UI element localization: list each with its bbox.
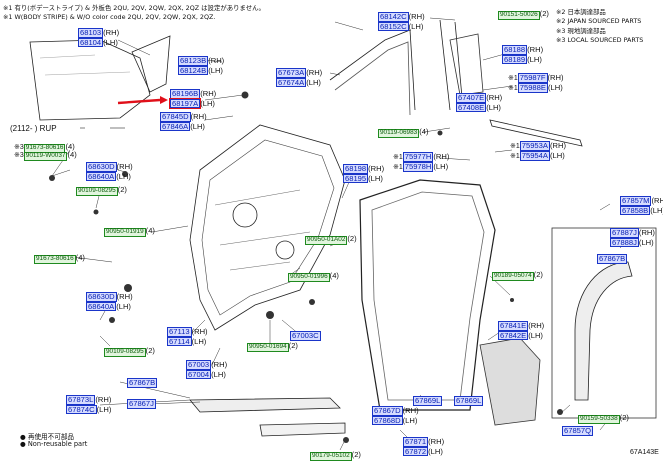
figure-id: 67A143E [630,449,659,456]
wheel-arch-moulding-drawing [574,261,633,401]
part-label-90109-08295[interactable]: 90109-08295(2) [76,185,127,196]
part-label-90119-06983[interactable]: 90119-06983(4) [378,127,429,138]
part-label-90179-05102[interactable]: 90179-05102(2) [310,450,361,461]
window-channel-drawing [329,29,416,111]
part-label-67871[interactable]: 67871(RH)67872(LH) [403,437,445,457]
note-japan-sourced-jp: ※2 日本調達部品 [556,8,606,16]
belt-moulding-drawing [489,119,583,147]
note-body-stripe-en: ※1 W(BODY STRIPE) & W/O color code 2QU, … [3,13,216,21]
legend-reuse: ● 再使用不可部品 [20,433,75,441]
weatherstrip-drawing [359,179,496,411]
part-label-91673-80616-lower[interactable]: 91673-80616(4) [34,253,85,264]
quarter-glass-drawing [131,35,171,93]
door-panel-drawing [189,124,346,331]
part-label-67857Q[interactable]: 67857Q [562,426,594,436]
part-label-68198[interactable]: 68198(RH)68195(LH) [343,164,385,184]
bullet-icon: ● [20,433,26,441]
part-label-67867D[interactable]: 67867D(RH)67868D(LH) [372,406,419,426]
part-label-67873L[interactable]: 67873L(RH)67874C(LH) [66,395,112,415]
part-label-67867B-inset[interactable]: 67867B [597,254,628,264]
rup-range-note: (2112- ) RUP [10,124,57,133]
part-label-67869L-left[interactable]: 67869L [413,396,443,406]
part-label-68123B[interactable]: 68123B(RH)68124B(LH) [178,56,225,76]
note-local-sourced-en: ※3 LOCAL SOURCED PARTS [556,36,644,44]
part-label-67003[interactable]: 67003(RH)67004(LH) [186,360,228,380]
part-label-68103[interactable]: 68103(RH)68104(LH) [78,28,120,48]
note-body-stripe-jp: ※1 有り(ボデーストライプ) & 外板色 2QU, 2QV, 2QW, 2QX… [3,4,265,12]
part-label-67867J[interactable]: 67867J [127,399,156,409]
legend-nonreuse: ● Non-reusable part [20,440,88,448]
note-japan-sourced-en: ※2 JAPAN SOURCED PARTS [556,17,642,25]
part-label-67845D[interactable]: 67845D(RH)67846A(LH) [160,112,207,132]
bullet-icon: ● [20,440,26,448]
part-label-67841E[interactable]: 67841E(RH)67842E(LH) [498,321,545,341]
callout-arrow [117,98,161,105]
part-label-90950-01919[interactable]: 90950-01919(4) [104,226,155,237]
part-label-90950-01694[interactable]: 90950-01694(2) [247,341,298,352]
part-label-68188[interactable]: 68188(RH)68189(LH) [502,45,544,65]
part-label-67869L-right[interactable]: 67869L [454,396,484,406]
part-label-68196B[interactable]: 68196B(RH)68197A(LH) [168,89,217,110]
part-label-90159-50338[interactable]: 90159-50338(2) [578,413,629,424]
part-label-67673A[interactable]: 67673A(RH)67674A(LH) [276,68,323,88]
sill-moulding-drawing [189,397,341,413]
note-local-sourced-jp: ※3 現地調達部品 [556,27,606,35]
part-label-68142C[interactable]: 68142C(RH)68152C(LH) [378,12,425,32]
part-label-67887J[interactable]: 67887J(RH)67888J(LH) [610,228,655,248]
part-label-67407E[interactable]: 67407E(RH)67408E(LH) [456,93,503,113]
part-label-90189-05074[interactable]: 90189-05074(2) [492,270,543,281]
part-label-68630D-lower[interactable]: 68630D(RH)68640A(LH) [86,292,133,312]
part-label-90950-01A02[interactable]: 90950-01A02(2) [305,234,357,245]
part-label-90950-01996[interactable]: 90950-01996(4) [288,271,339,282]
part-label-67857M[interactable]: 67857M(RH)67858B(LH) [620,196,663,216]
part-label-67113[interactable]: 67113(RH)67114(LH) [167,327,208,347]
part-label-67867B[interactable]: 67867B [127,378,158,388]
part-label-68630D-upper[interactable]: 68630D(RH)68640A(LH) [86,162,133,182]
part-label-67003C[interactable]: 67003C [290,331,321,341]
part-label-90151-50026[interactable]: 90151-50026(2) [498,9,549,20]
part-label-90109-08295-lower[interactable]: 90109-08295(2) [104,346,155,357]
